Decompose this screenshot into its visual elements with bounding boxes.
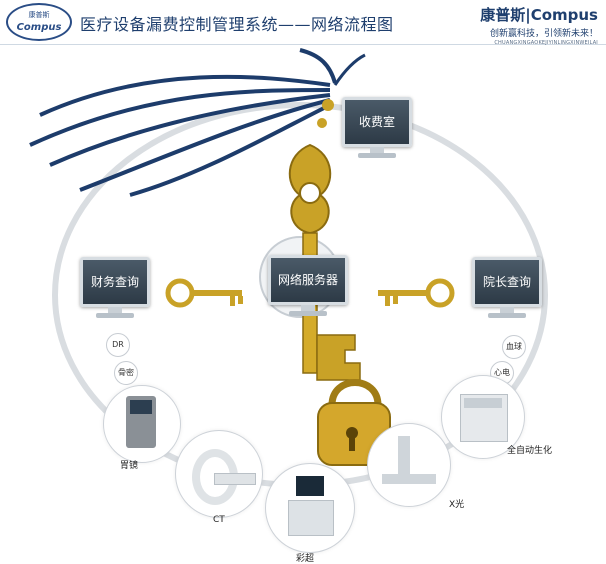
- network-server-label: 网络服务器: [277, 273, 338, 287]
- tag-blood-count: 血球: [502, 335, 526, 359]
- brand-slogan: 创新赢科技，引领新未来！: [489, 29, 598, 39]
- billing-office-label: 收费室: [358, 115, 395, 129]
- header-bar: 康普斯 Compus 医疗设备漏费控制管理系统——网络流程图 康普斯|Compu…: [0, 0, 606, 46]
- label-gastroscope: 胃镜: [120, 461, 139, 471]
- director-query-label: 院长查询: [482, 275, 531, 289]
- brand-block: 康普斯|Compus 创新赢科技，引领新未来！ CHUANGXINGAOKEJI…: [448, 4, 598, 46]
- device-gastroscope-image: [103, 385, 181, 463]
- device-ct-image: [175, 430, 263, 518]
- label-auto-biochemistry: 全自动生化: [507, 446, 553, 456]
- right-key-icon: [378, 278, 455, 308]
- brand-name: 康普斯|Compus: [480, 6, 598, 24]
- label-xray: X光: [449, 500, 465, 510]
- finance-query-label: 财务查询: [90, 275, 139, 289]
- company-logo: 康普斯 Compus: [6, 3, 72, 41]
- device-ultrasound-image: [265, 463, 355, 553]
- device-biochemistry-image: [441, 375, 525, 459]
- left-key-icon: [165, 278, 243, 308]
- network-diagram: 收费室 财务查询 网络服务器 院长查询 DR 骨密 血球 心电 胃镜 CT 彩超…: [0, 45, 606, 564]
- device-xray-image: [367, 423, 451, 507]
- page-title: 医疗设备漏费控制管理系统——网络流程图: [80, 15, 394, 34]
- logo-chinese: 康普斯: [28, 11, 50, 19]
- brand-pinyin: CHUANGXINGAOKEJIYINLINGXINWEILAI: [494, 40, 598, 46]
- tassel-icon: [29, 48, 366, 197]
- tag-bone-density: 骨密: [114, 361, 138, 385]
- tag-dr: DR: [106, 333, 130, 357]
- label-ct: CT: [213, 515, 225, 525]
- label-color-ultrasound: 彩超: [296, 554, 315, 564]
- logo-english: Compus: [16, 22, 62, 33]
